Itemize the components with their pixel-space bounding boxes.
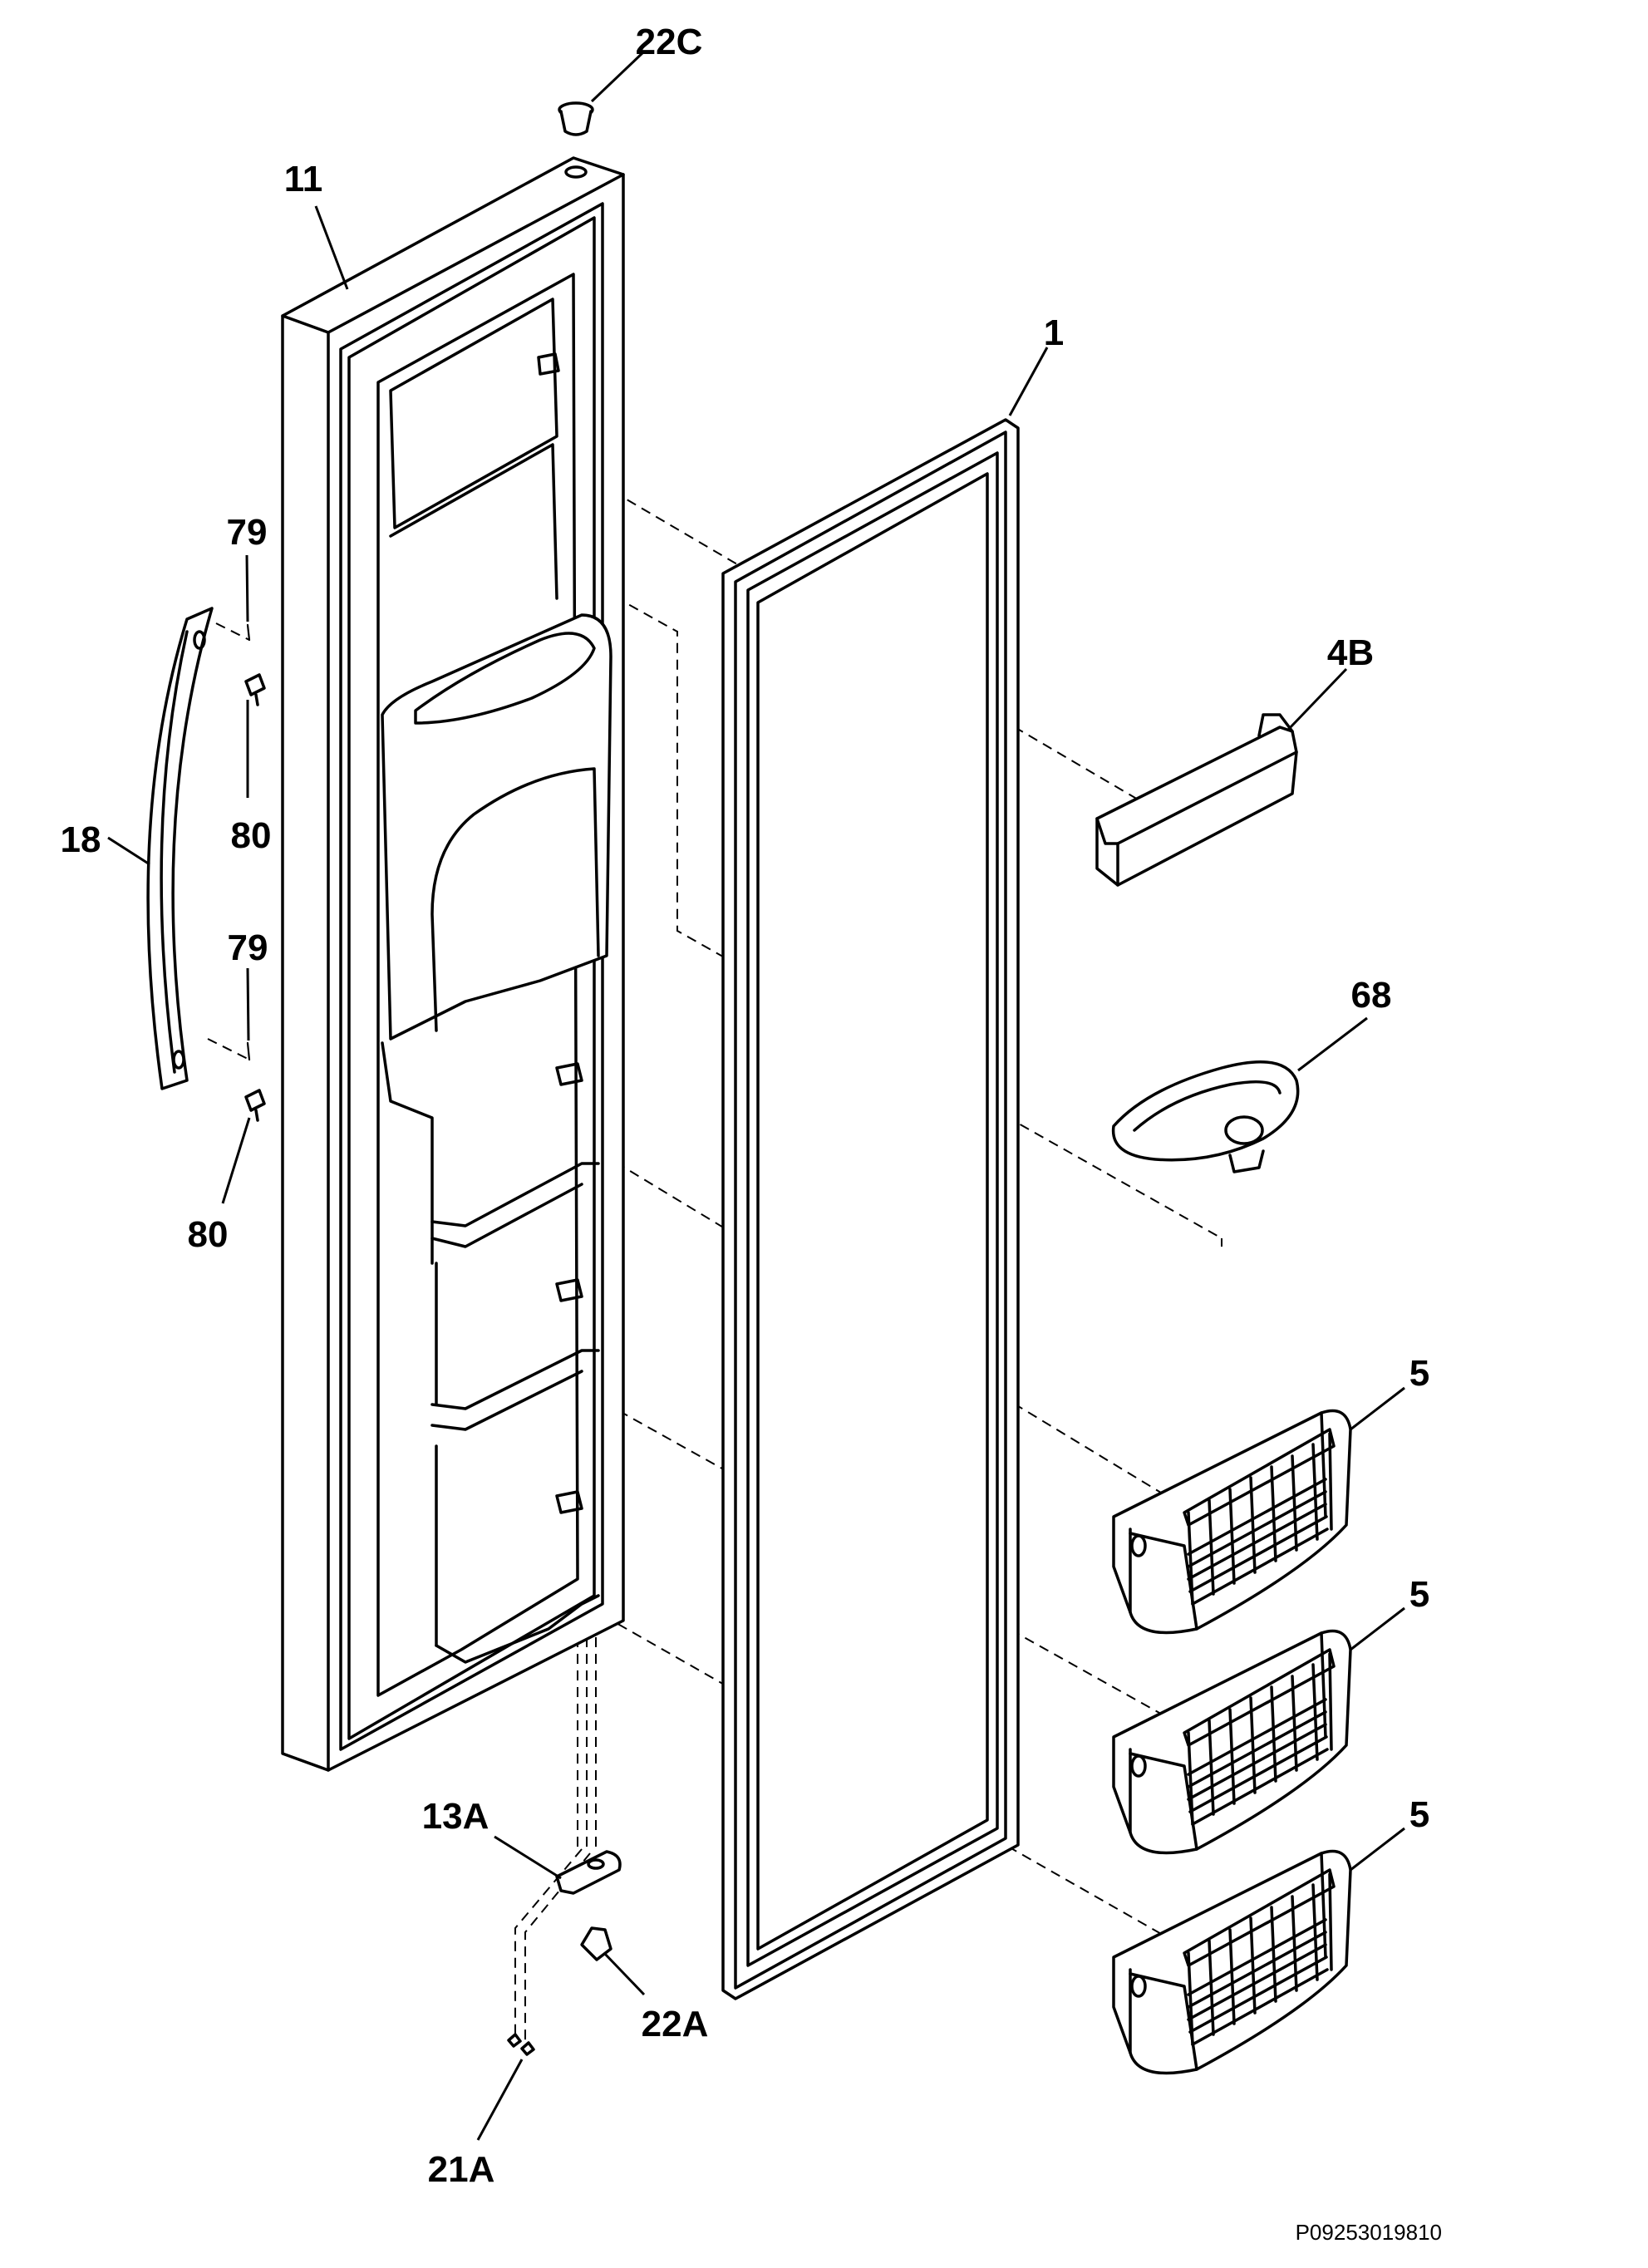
callout-79-bottom: 79 [228,927,268,968]
callout-5-b: 5 [1409,1574,1429,1615]
door-shelf-part-4B [1095,713,1298,887]
callout-22C: 22C [636,22,703,62]
fastener-part-80-top [244,673,266,706]
hinge-bushing-part-22C [558,101,594,136]
screw-part-79-top [246,623,251,642]
callout-13A: 13A [422,1796,489,1837]
freezer-door-part-11 [281,156,625,1772]
callout-18: 18 [61,819,101,860]
document-id: P09253019810 [1296,2220,1442,2245]
callout-80-bottom: 80 [188,1214,229,1255]
callout-21A: 21A [428,2149,495,2190]
callout-1: 1 [1044,312,1064,353]
door-bin-part-5-a [1112,1409,1352,1635]
door-bin-part-5-c [1112,1849,1352,2075]
screws-part-21A [507,2033,535,2056]
callout-79-top: 79 [227,512,268,553]
door-gasket-part-1 [721,418,1020,2000]
door-bin-part-5-b [1112,1629,1352,1855]
callout-5-c: 5 [1409,1794,1429,1835]
hinge-bracket-part-13A [555,1850,622,1895]
screw-part-79-bottom [246,1041,251,1061]
callout-5-a: 5 [1409,1353,1429,1394]
leader-lines [107,50,1405,2141]
door-handle-part-18 [146,607,214,1090]
callout-4B: 4B [1327,632,1374,673]
callout-labels: 22C 11 1 79 80 18 79 80 4B 68 5 5 5 13A … [61,22,1430,2190]
callout-80-top: 80 [231,815,272,856]
callout-22A: 22A [642,2004,709,2044]
callout-11: 11 [284,159,323,199]
hinge-pin-part-22A [580,1926,612,1961]
fastener-part-80-bottom [244,1089,266,1122]
ice-chute-part-68 [1111,1060,1300,1173]
callout-68: 68 [1351,975,1392,1016]
